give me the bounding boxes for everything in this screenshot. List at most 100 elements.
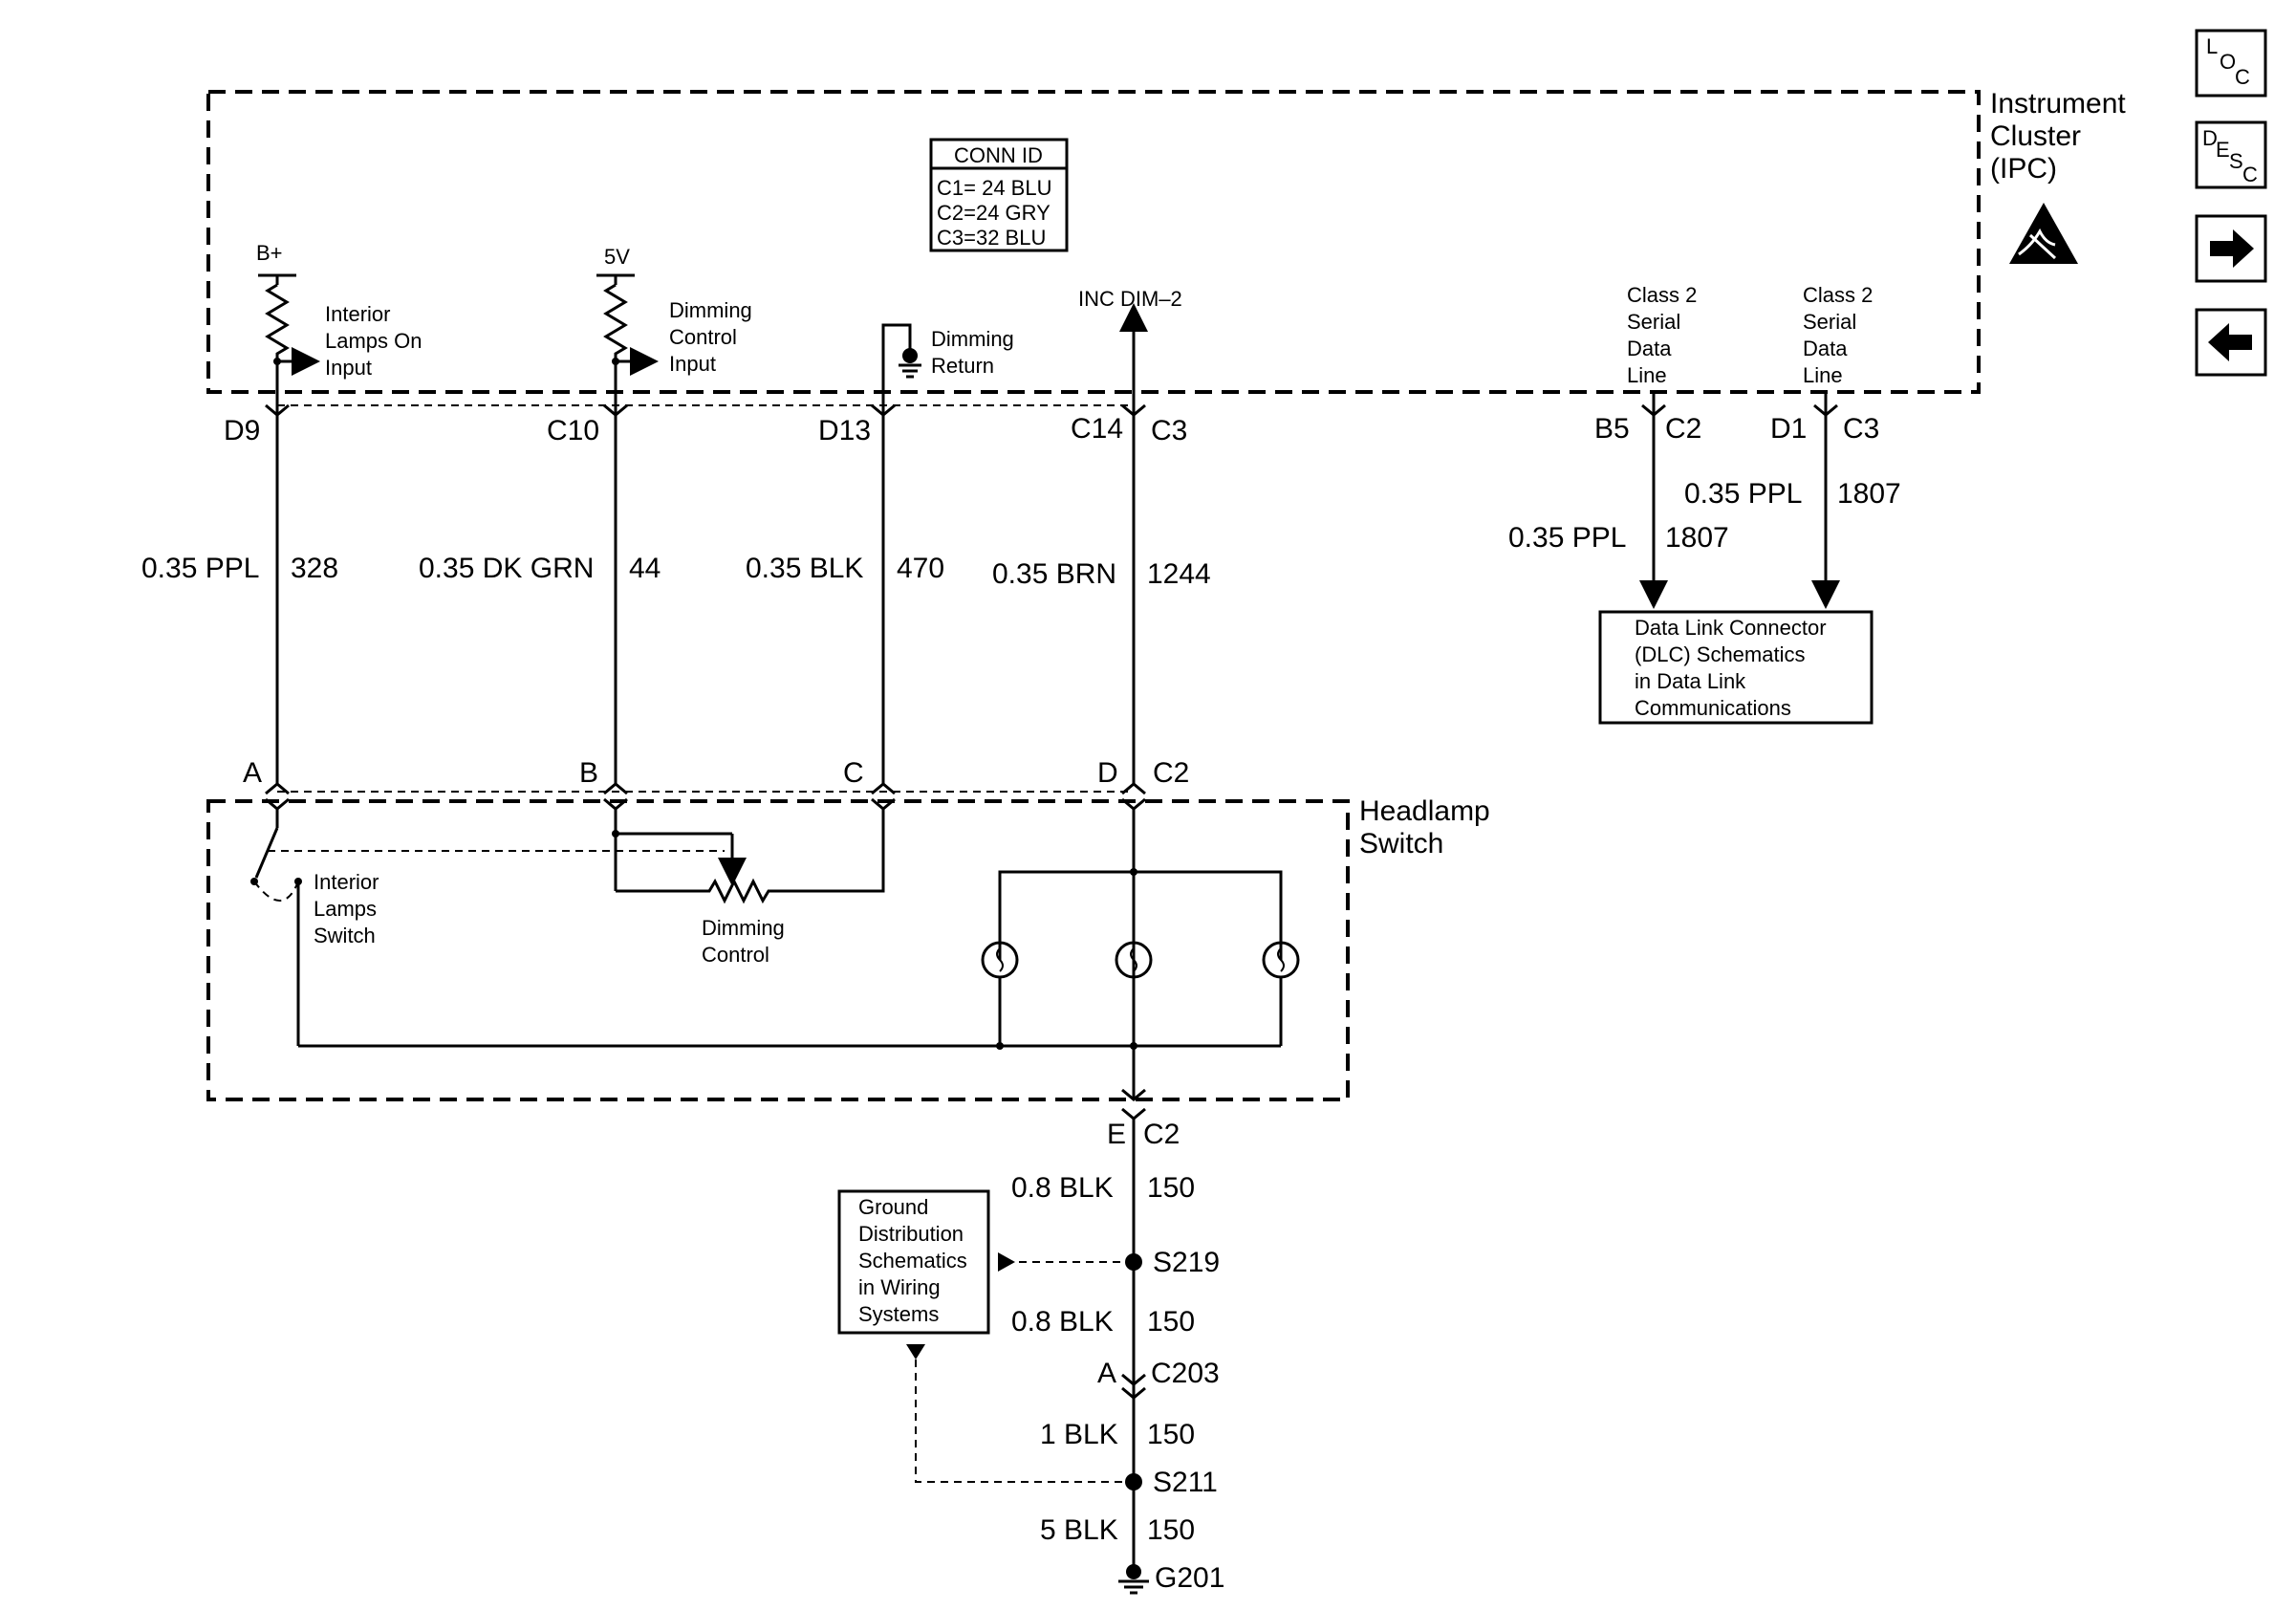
svg-text:S219: S219 [1153, 1247, 1220, 1278]
svg-text:CONN ID: CONN ID [954, 143, 1043, 167]
svg-text:Ground: Ground [858, 1195, 928, 1219]
svg-text:C3: C3 [1843, 413, 1879, 445]
svg-text:B5: B5 [1594, 413, 1630, 445]
svg-text:C3: C3 [1151, 415, 1187, 446]
svg-text:Data: Data [1627, 337, 1672, 360]
svg-text:Class 2: Class 2 [1627, 283, 1697, 307]
svg-text:in Data Link: in Data Link [1635, 669, 1746, 693]
svg-text:Control: Control [702, 943, 769, 967]
svg-text:C2: C2 [1665, 413, 1701, 445]
svg-text:150: 150 [1147, 1306, 1195, 1338]
svg-text:5 BLK: 5 BLK [1040, 1514, 1118, 1546]
ipc-box [206, 90, 1981, 394]
svg-text:0.35 PPL: 0.35 PPL [1508, 522, 1626, 554]
next-arrow-button[interactable] [2195, 214, 2267, 283]
prev-arrow-button[interactable] [2195, 308, 2267, 377]
svg-text:Lamps: Lamps [314, 897, 377, 921]
svg-text:Line: Line [1627, 363, 1667, 387]
svg-text:1807: 1807 [1837, 478, 1901, 510]
svg-text:D: D [1097, 757, 1118, 789]
right-arrow-icon [2210, 229, 2254, 268]
loc-button[interactable]: L O C [2195, 29, 2267, 98]
svg-text:S: S [2229, 149, 2243, 173]
left-arrow-icon [2208, 323, 2252, 361]
svg-text:C10: C10 [547, 415, 599, 446]
svg-text:C1= 24 BLU: C1= 24 BLU [937, 176, 1051, 200]
svg-text:O: O [2220, 50, 2236, 74]
ipc-title: Instrument [1990, 88, 2126, 120]
svg-text:(IPC): (IPC) [1990, 153, 2057, 185]
svg-text:470: 470 [897, 553, 944, 584]
svg-text:1807: 1807 [1665, 522, 1729, 554]
svg-text:A: A [1097, 1358, 1116, 1389]
dlc-reference-box[interactable]: Data Link Connector (DLC) Schematics in … [1598, 610, 1874, 725]
svg-text:5V: 5V [604, 245, 630, 269]
svg-text:Interior: Interior [314, 870, 379, 894]
svg-text:S211: S211 [1153, 1467, 1218, 1498]
conn-id-box: CONN ID C1= 24 BLU C2=24 GRY C3=32 BLU [929, 138, 1069, 252]
svg-text:Serial: Serial [1803, 310, 1856, 334]
svg-text:1244: 1244 [1147, 558, 1211, 590]
lamp-bulb-icon-2 [1115, 941, 1153, 979]
svg-text:Interior: Interior [325, 302, 390, 326]
svg-text:B+: B+ [256, 241, 283, 265]
svg-text:328: 328 [291, 553, 338, 584]
svg-text:in Wiring: in Wiring [858, 1275, 941, 1299]
svg-text:Communications: Communications [1635, 696, 1791, 720]
svg-text:D9: D9 [224, 415, 260, 446]
svg-text:Line: Line [1803, 363, 1843, 387]
svg-text:150: 150 [1147, 1419, 1195, 1450]
pullup-resistor-icon-2 [603, 283, 628, 392]
svg-text:Dimming: Dimming [669, 298, 752, 322]
svg-text:E: E [2216, 138, 2230, 162]
svg-text:Distribution: Distribution [858, 1222, 964, 1246]
svg-text:0.35 PPL: 0.35 PPL [141, 553, 259, 584]
svg-text:0.35 DK GRN: 0.35 DK GRN [419, 553, 594, 584]
svg-text:Return: Return [931, 354, 994, 378]
svg-text:D: D [2202, 126, 2218, 150]
svg-text:C: C [2235, 65, 2250, 89]
desc-button[interactable]: D E S C [2195, 120, 2267, 189]
svg-text:Input: Input [325, 356, 372, 380]
svg-text:1 BLK: 1 BLK [1040, 1419, 1118, 1450]
svg-text:L: L [2206, 34, 2218, 58]
svg-text:C203: C203 [1151, 1358, 1220, 1389]
svg-text:150: 150 [1147, 1514, 1195, 1546]
svg-text:C: C [843, 757, 864, 789]
svg-text:C2: C2 [1153, 757, 1189, 789]
svg-text:0.8 BLK: 0.8 BLK [1011, 1306, 1114, 1338]
svg-text:E: E [1107, 1119, 1126, 1150]
pullup-resistor-icon [265, 283, 290, 392]
svg-text:Schematics: Schematics [858, 1249, 967, 1273]
svg-text:A: A [243, 757, 262, 789]
svg-text:D1: D1 [1770, 413, 1807, 445]
ground-symbol-icon [1118, 1564, 1149, 1595]
svg-text:0.35 BRN: 0.35 BRN [992, 558, 1116, 590]
svg-text:Class 2: Class 2 [1803, 283, 1873, 307]
svg-text:Systems: Systems [858, 1302, 939, 1326]
svg-text:Input: Input [669, 352, 716, 376]
svg-text:C2=24 GRY: C2=24 GRY [937, 201, 1051, 225]
headlamp-switch-title: Headlamp [1359, 795, 1490, 827]
svg-text:D13: D13 [818, 415, 871, 446]
svg-text:0.8 BLK: 0.8 BLK [1011, 1172, 1114, 1204]
ground-distribution-box[interactable]: Ground Distribution Schematics in Wiring… [837, 1189, 990, 1335]
svg-text:150: 150 [1147, 1172, 1195, 1204]
svg-text:Data: Data [1803, 337, 1848, 360]
svg-text:C14: C14 [1071, 413, 1123, 445]
svg-text:Control: Control [669, 325, 737, 349]
svg-text:C: C [2242, 163, 2258, 186]
svg-text:Switch: Switch [314, 924, 376, 947]
svg-text:G201: G201 [1155, 1562, 1224, 1594]
svg-text:Dimming: Dimming [702, 916, 785, 940]
svg-text:Lamps On: Lamps On [325, 329, 422, 353]
svg-text:0.35 PPL: 0.35 PPL [1684, 478, 1802, 510]
svg-text:(DLC) Schematics: (DLC) Schematics [1635, 642, 1805, 666]
esd-warning-icon [2009, 203, 2078, 264]
svg-text:Dimming: Dimming [931, 327, 1014, 351]
svg-text:Data Link Connector: Data Link Connector [1635, 616, 1827, 640]
svg-text:INC DIM–2: INC DIM–2 [1078, 287, 1182, 311]
svg-text:C2: C2 [1143, 1119, 1180, 1150]
svg-text:C3=32 BLU: C3=32 BLU [937, 226, 1046, 250]
